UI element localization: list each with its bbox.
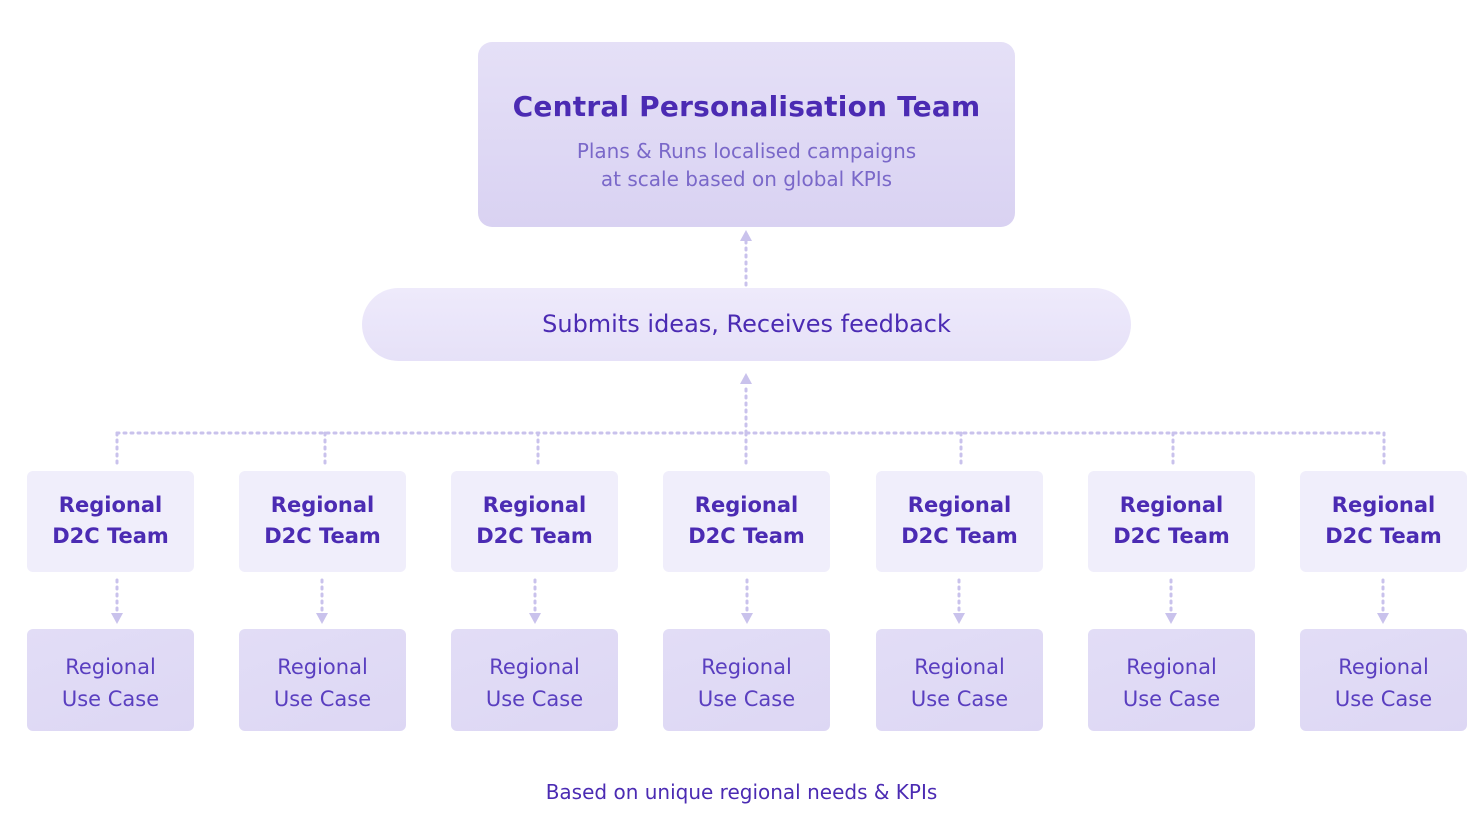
regional-team-box: Regional D2C Team xyxy=(876,471,1043,572)
team-label-line2: D2C Team xyxy=(1113,524,1230,548)
regional-team-box: Regional D2C Team xyxy=(27,471,194,572)
use-case-label-line1: Regional xyxy=(701,655,792,679)
use-case-label-line2: Use Case xyxy=(697,687,796,711)
arrow-down-icon xyxy=(1377,613,1389,624)
feedback-pill-label: Submits ideas, Receives feedback xyxy=(542,310,951,338)
central-subtitle-line2: at scale based on global KPIs xyxy=(600,167,893,191)
arrow-up-icon xyxy=(740,373,752,384)
use-case-label-line1: Regional xyxy=(277,655,368,679)
team-label-line2: D2C Team xyxy=(264,524,381,548)
arrow-down-icon xyxy=(1165,613,1177,624)
regional-use-case-box: Regional Use Case xyxy=(876,629,1043,731)
use-case-label-line1: Regional xyxy=(1126,655,1217,679)
team-label-line1: Regional xyxy=(270,493,375,517)
team-label-line1: Regional xyxy=(1119,493,1224,517)
use-case-label-line2: Use Case xyxy=(1334,687,1433,711)
central-team-title: Central Personalisation Team xyxy=(512,90,981,123)
team-label-line2: D2C Team xyxy=(476,524,593,548)
regional-use-case-box: Regional Use Case xyxy=(27,629,194,731)
arrow-down-icon xyxy=(953,613,965,624)
arrow-down-icon xyxy=(111,613,123,624)
team-label-line1: Regional xyxy=(1331,493,1436,517)
team-label-line2: D2C Team xyxy=(52,524,169,548)
regional-use-case-box: Regional Use Case xyxy=(1300,629,1467,731)
use-case-label-line1: Regional xyxy=(65,655,156,679)
regional-team-box: Regional D2C Team xyxy=(1300,471,1467,572)
feedback-pill: Submits ideas, Receives feedback xyxy=(362,288,1131,361)
central-subtitle-line1: Plans & Runs localised campaigns xyxy=(576,139,917,163)
regional-team-box: Regional D2C Team xyxy=(1088,471,1255,572)
regional-use-case-box: Regional Use Case xyxy=(239,629,406,731)
use-case-label-line1: Regional xyxy=(489,655,580,679)
arrow-down-icon xyxy=(316,613,328,624)
team-label-line2: D2C Team xyxy=(1325,524,1442,548)
use-case-label-line2: Use Case xyxy=(1122,687,1221,711)
use-case-label-line2: Use Case xyxy=(485,687,584,711)
regional-use-case-box: Regional Use Case xyxy=(1088,629,1255,731)
arrow-down-icon xyxy=(741,613,753,624)
use-case-label-line2: Use Case xyxy=(910,687,1009,711)
regional-use-case-box: Regional Use Case xyxy=(451,629,618,731)
use-case-label-line1: Regional xyxy=(914,655,1005,679)
regional-team-box: Regional D2C Team xyxy=(663,471,830,572)
regional-team-box: Regional D2C Team xyxy=(239,471,406,572)
team-label-line1: Regional xyxy=(58,493,163,517)
use-case-label-line2: Use Case xyxy=(61,687,160,711)
central-team-subtitle: Plans & Runs localised campaigns at scal… xyxy=(478,137,1015,193)
team-label-line2: D2C Team xyxy=(688,524,805,548)
team-label-line1: Regional xyxy=(482,493,587,517)
use-case-label-line1: Regional xyxy=(1338,655,1429,679)
arrow-up-icon xyxy=(740,230,752,241)
team-label-line2: D2C Team xyxy=(901,524,1018,548)
arrow-down-icon xyxy=(529,613,541,624)
regional-use-case-box: Regional Use Case xyxy=(663,629,830,731)
use-case-label-line2: Use Case xyxy=(273,687,372,711)
central-team-box: Central Personalisation Team Plans & Run… xyxy=(478,42,1015,227)
regional-team-box: Regional D2C Team xyxy=(451,471,618,572)
team-label-line1: Regional xyxy=(907,493,1012,517)
footer-note: Based on unique regional needs & KPIs xyxy=(545,780,938,804)
team-label-line1: Regional xyxy=(694,493,799,517)
